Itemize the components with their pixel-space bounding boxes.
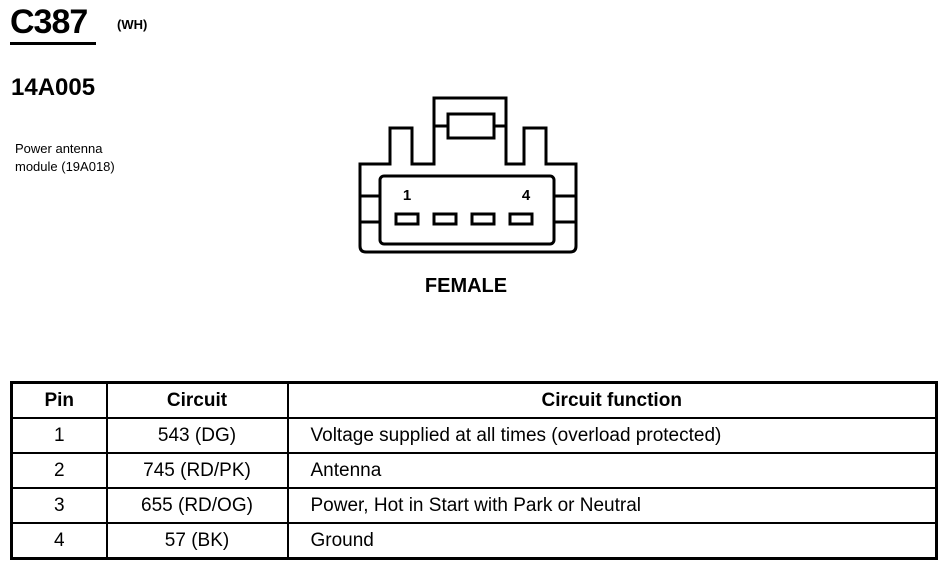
connector-id: C387 [10, 3, 88, 41]
cell-function: Ground [286, 522, 938, 560]
connector-color: (WH) [117, 17, 148, 32]
module-description-line-1: Power antenna [15, 141, 103, 156]
pinout-table: Pin Circuit Circuit function 1 543 (DG) … [10, 381, 938, 560]
header-circuit: Circuit [105, 381, 289, 419]
table-row: 3 655 (RD/OG) Power, Hot in Start with P… [10, 487, 938, 524]
module-description: Power antenna module (19A018) [15, 140, 185, 176]
table-header-row: Pin Circuit Circuit function [10, 381, 938, 419]
pin-label-4: 4 [522, 187, 531, 204]
table-row: 2 745 (RD/PK) Antenna [10, 452, 938, 489]
cell-function: Voltage supplied at all times (overload … [286, 417, 938, 454]
cell-pin: 3 [10, 487, 108, 524]
table-row: 4 57 (BK) Ground [10, 522, 938, 560]
connector-inner-cavity [378, 174, 556, 246]
cell-function: Power, Hot in Start with Park or Neutral [286, 487, 938, 524]
header-pin: Pin [10, 381, 108, 419]
cell-circuit: 543 (DG) [105, 417, 289, 454]
pin-cavity-4 [508, 212, 534, 226]
cell-circuit: 745 (RD/PK) [105, 452, 289, 489]
cell-function: Antenna [286, 452, 938, 489]
pin-cavity-2 [432, 212, 458, 226]
header-circuit-function: Circuit function [286, 381, 938, 419]
connector-latch-tab [446, 112, 496, 140]
pin-label-1: 1 [403, 187, 411, 204]
cell-circuit: 655 (RD/OG) [105, 487, 289, 524]
part-number: 14A005 [11, 74, 96, 101]
pin-cavity-3 [470, 212, 496, 226]
connector-housing-outline [358, 96, 578, 254]
connector-gender-label: FEMALE [424, 275, 508, 297]
connector-face-diagram: 1 4 [358, 96, 578, 254]
cell-pin: 4 [10, 522, 108, 560]
table-row: 1 543 (DG) Voltage supplied at all times… [10, 417, 938, 454]
cell-pin: 2 [10, 452, 108, 489]
module-description-line-2: module (19A018) [15, 159, 115, 174]
pin-cavity-1 [394, 212, 420, 226]
connector-id-underline [10, 42, 96, 45]
cell-circuit: 57 (BK) [105, 522, 289, 560]
cell-pin: 1 [10, 417, 108, 454]
